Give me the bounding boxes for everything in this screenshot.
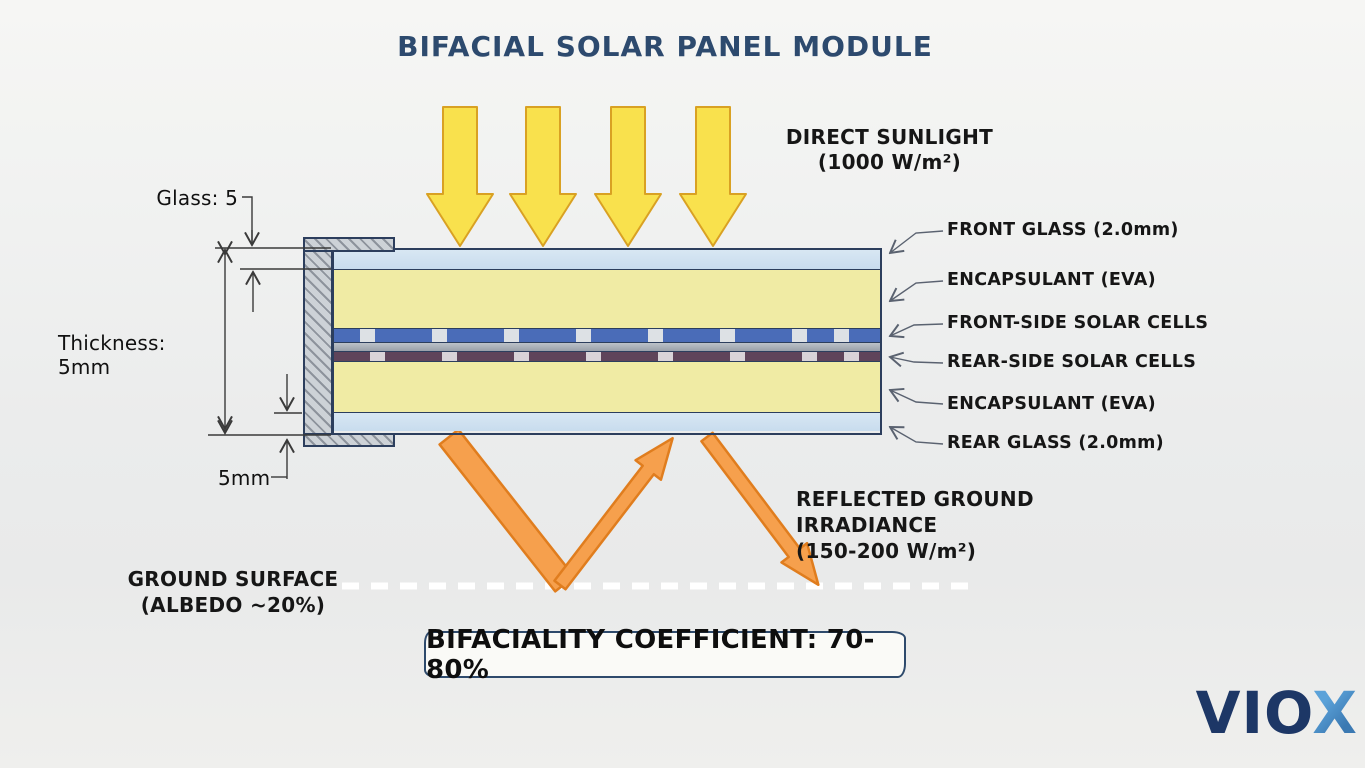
encapsulant-top-layer (334, 269, 880, 328)
rear-glass-label: REAR GLASS (2.0mm) (947, 433, 1164, 453)
direct-sunlight-line2: (1000 W/m²) (817, 150, 962, 174)
front-solar-cells-layer (334, 328, 880, 343)
rear-solar-cells-layer (334, 351, 880, 362)
solar-panel-cross-section (332, 248, 882, 435)
ground-surface-line2: (ALBEDO ~20%) (140, 593, 326, 617)
front-glass-layer (334, 250, 880, 269)
encapsulant-bottom-label: ENCAPSULANT (EVA) (947, 394, 1156, 414)
ground-surface-line1: GROUND SURFACE (127, 567, 339, 591)
encapsulant-top-label: ENCAPSULANT (EVA) (947, 270, 1156, 290)
layer-label-leaders (890, 230, 944, 445)
ground-surface-label: GROUND SURFACE (ALBEDO ~20%) (108, 566, 358, 618)
reflected-irradiance-line2: (150-200 W/m²) (796, 539, 977, 563)
rear-glass-layer (334, 412, 880, 431)
frame-clamp-bar (303, 237, 333, 447)
front-glass-label: FRONT GLASS (2.0mm) (947, 220, 1179, 240)
sunlight-arrow-icon (426, 106, 747, 247)
bifaciality-coefficient-box: BIFACIALITY COEFFICIENT: 70-80% (424, 625, 906, 685)
reflected-irradiance-line1: REFLECTED GROUND IRRADIANCE (796, 487, 1034, 537)
brand-logo: VIOX (1133, 682, 1358, 744)
brand-logo-vio: VIO (1195, 679, 1313, 747)
direct-sunlight-line1: DIRECT SUNLIGHT (785, 125, 994, 149)
brand-logo-x: X (1312, 679, 1358, 747)
cell-interlayer (334, 343, 880, 351)
direct-sunlight-label: DIRECT SUNLIGHT (1000 W/m²) (762, 125, 1017, 175)
rear-glass-dimension-label: 5mm (218, 466, 271, 490)
page-title: BIFACIAL SOLAR PANEL MODULE (397, 30, 933, 63)
bifaciality-coefficient-text: BIFACIALITY COEFFICIENT: 70-80% (426, 624, 875, 685)
total-thickness-dimension-label: Thickness: 5mm (58, 331, 166, 379)
reflected-irradiance-label: REFLECTED GROUND IRRADIANCE (150-200 W/m… (796, 486, 1166, 564)
frame-clamp-top (303, 237, 395, 252)
front-cells-label: FRONT-SIDE SOLAR CELLS (947, 313, 1209, 333)
rear-cells-label: REAR-SIDE SOLAR CELLS (947, 352, 1197, 372)
frame-clamp-bottom (303, 433, 395, 447)
encapsulant-bottom-layer (334, 362, 880, 412)
front-glass-dimension-label: Glass: 5 (156, 186, 238, 210)
reflected-ray-icon (438, 428, 820, 593)
